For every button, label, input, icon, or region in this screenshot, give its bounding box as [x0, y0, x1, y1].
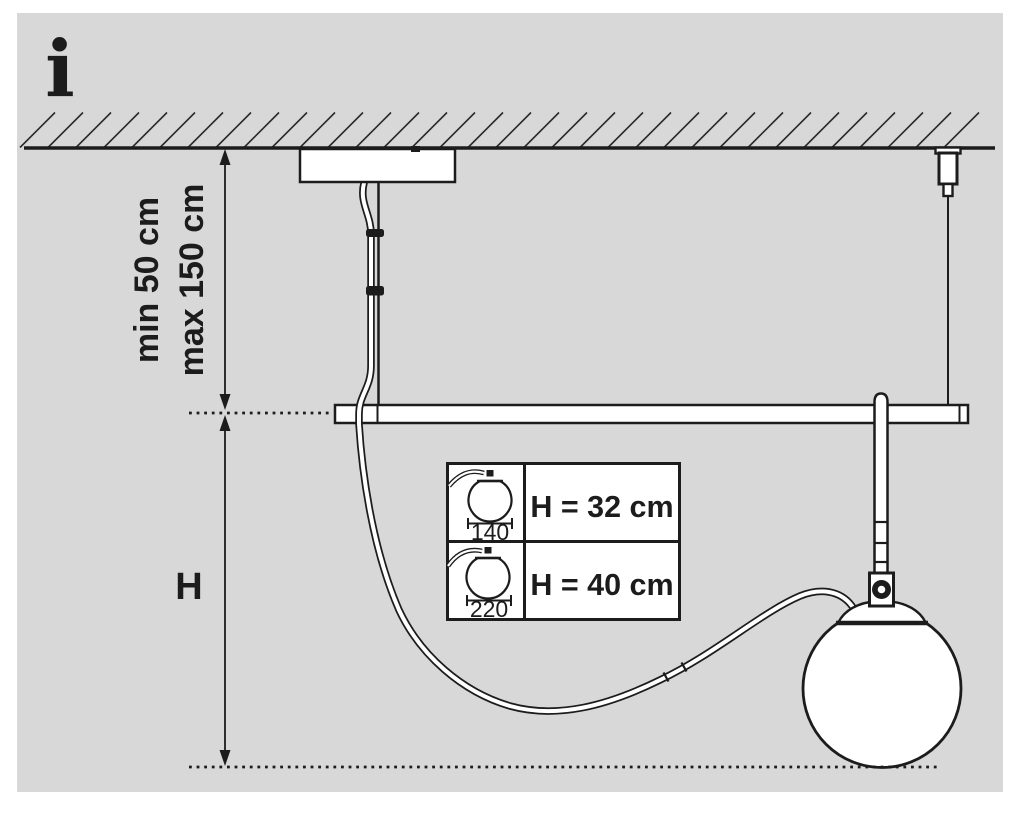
icon-cable-core	[447, 549, 483, 567]
height-symbol-label: H	[175, 566, 202, 608]
arrow-up-icon	[219, 415, 231, 431]
icon-cable-core	[448, 470, 485, 487]
shade-drop-dimension: H	[175, 415, 231, 766]
max-height-label: max 150 cm	[173, 184, 211, 377]
horizontal-rail	[333, 403, 970, 425]
hook-ring-hole	[877, 585, 886, 594]
globe-shade	[801, 608, 963, 769]
height-value-220: H = 40 cm	[530, 568, 673, 602]
attachment-nipple	[942, 182, 954, 198]
icon-globe	[465, 556, 511, 600]
hanger-rod-body	[873, 392, 889, 583]
cable-clamp	[366, 229, 384, 237]
icon-cap-nub	[484, 547, 492, 554]
arrow-down-icon	[219, 750, 231, 766]
info-icon: i	[45, 24, 75, 115]
diameter-value: 220	[470, 596, 508, 622]
arrow-up-icon	[219, 149, 231, 165]
lamp-icon-140: 140	[447, 469, 513, 545]
ceiling-junction-box	[298, 147, 457, 184]
shade-hanger-rod	[873, 392, 889, 583]
cable-connector-mark	[680, 661, 688, 673]
hook-bracket	[868, 571, 895, 608]
attachment-body	[937, 151, 959, 186]
junction-box-screw	[411, 146, 420, 152]
cable-clamp	[366, 286, 384, 296]
icon-cap-nub	[486, 470, 494, 477]
suspension-dimension: min 50 cm max 150 cm	[128, 149, 231, 410]
icon-globe	[467, 479, 513, 523]
rail-bar	[333, 403, 970, 425]
diameter-value: 140	[471, 519, 509, 545]
height-value-140: H = 32 cm	[530, 490, 673, 524]
wire-ceiling-attachment	[934, 146, 962, 198]
ceiling-hatch	[19, 111, 980, 149]
arrow-down-icon	[219, 394, 231, 410]
cable-connector-mark	[662, 671, 670, 683]
lamp-icon-220: 220	[446, 547, 512, 622]
min-height-label: min 50 cm	[128, 197, 166, 363]
power-cable-core	[357, 181, 854, 714]
size-table: 140 H = 32 cm 220 H = 40 cm	[446, 462, 681, 622]
